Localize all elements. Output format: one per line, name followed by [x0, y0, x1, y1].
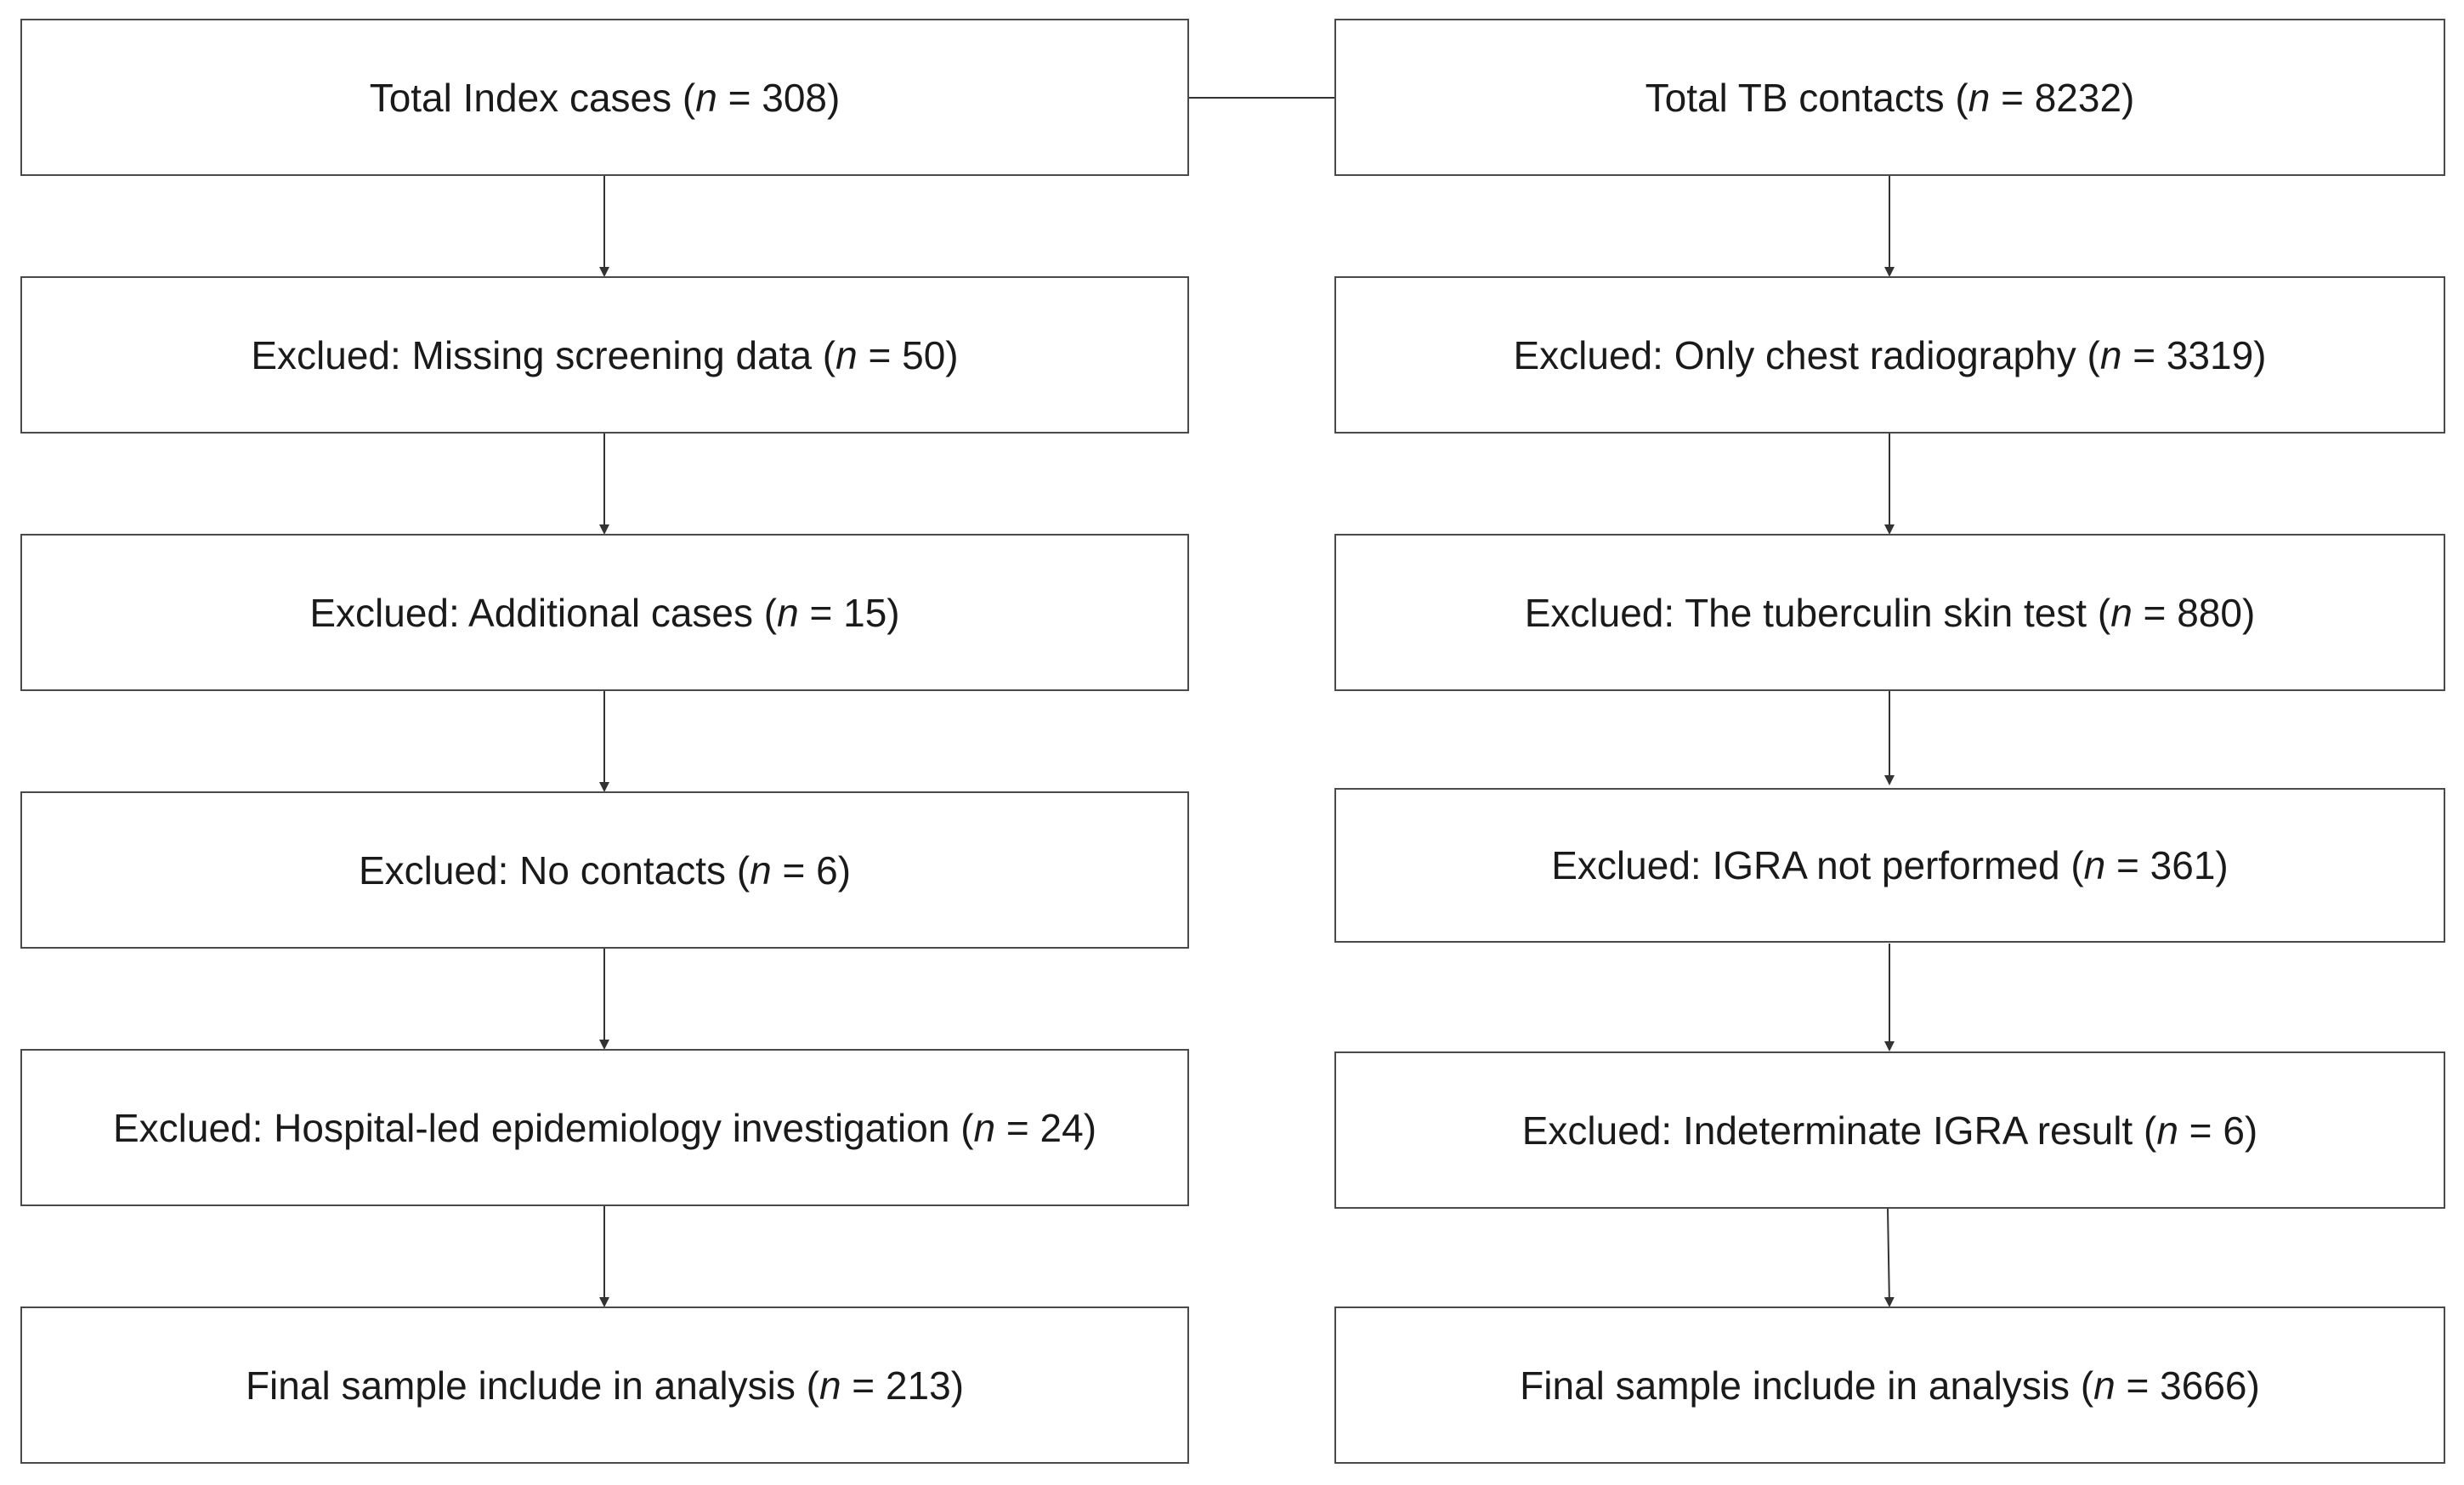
box-left-total-index-cases: Total Index cases (n = 308)	[20, 19, 1189, 176]
box-text: Exclued: No contacts (n = 6)	[358, 847, 852, 893]
box-text: Exclued: Only chest radiography (n = 331…	[1513, 332, 2267, 377]
arrow-right-5	[1883, 1208, 1895, 1307]
box-left-excluded-additional-cases: Exclued: Additional cases (n = 15)	[20, 534, 1189, 691]
box-right-excluded-indeterminate-igra: Exclued: Indeterminate IGRA result (n = …	[1334, 1051, 2445, 1209]
box-right-total-tb-contacts: Total TB contacts (n = 8232)	[1334, 19, 2445, 176]
box-right-excluded-igra-not-performed: Exclued: IGRA not performed (n = 361)	[1334, 788, 2445, 943]
box-text: Exclued: Additional cases (n = 15)	[309, 590, 900, 635]
box-text: Exclued: Hospital-led epidemiology inves…	[112, 1105, 1097, 1150]
box-text: Exclued: IGRA not performed (n = 361)	[1551, 843, 2229, 887]
box-text: Exclued: Indeterminate IGRA result (n = …	[1521, 1108, 2258, 1153]
box-text: Final sample include in analysis (n = 21…	[245, 1363, 965, 1408]
box-text: Total TB contacts (n = 8232)	[1645, 75, 2135, 120]
box-right-excluded-chest-radiography: Exclued: Only chest radiography (n = 331…	[1334, 276, 2445, 434]
box-left-excluded-hospital-led: Exclued: Hospital-led epidemiology inves…	[20, 1049, 1189, 1206]
box-right-excluded-tuberculin-skin-test: Exclued: The tuberculin skin test (n = 8…	[1334, 534, 2445, 691]
box-right-final-sample: Final sample include in analysis (n = 36…	[1334, 1306, 2445, 1464]
box-left-excluded-missing-screening: Exclued: Missing screening data (n = 50)	[20, 276, 1189, 434]
box-text: Exclued: Missing screening data (n = 50)	[251, 332, 959, 377]
box-text: Total Index cases (n = 308)	[369, 75, 841, 120]
box-left-excluded-no-contacts: Exclued: No contacts (n = 6)	[20, 791, 1189, 949]
box-text: Final sample include in analysis (n = 36…	[1520, 1363, 2260, 1408]
box-text: Exclued: The tuberculin skin test (n = 8…	[1524, 590, 2256, 635]
box-left-final-sample: Final sample include in analysis (n = 21…	[20, 1306, 1189, 1464]
